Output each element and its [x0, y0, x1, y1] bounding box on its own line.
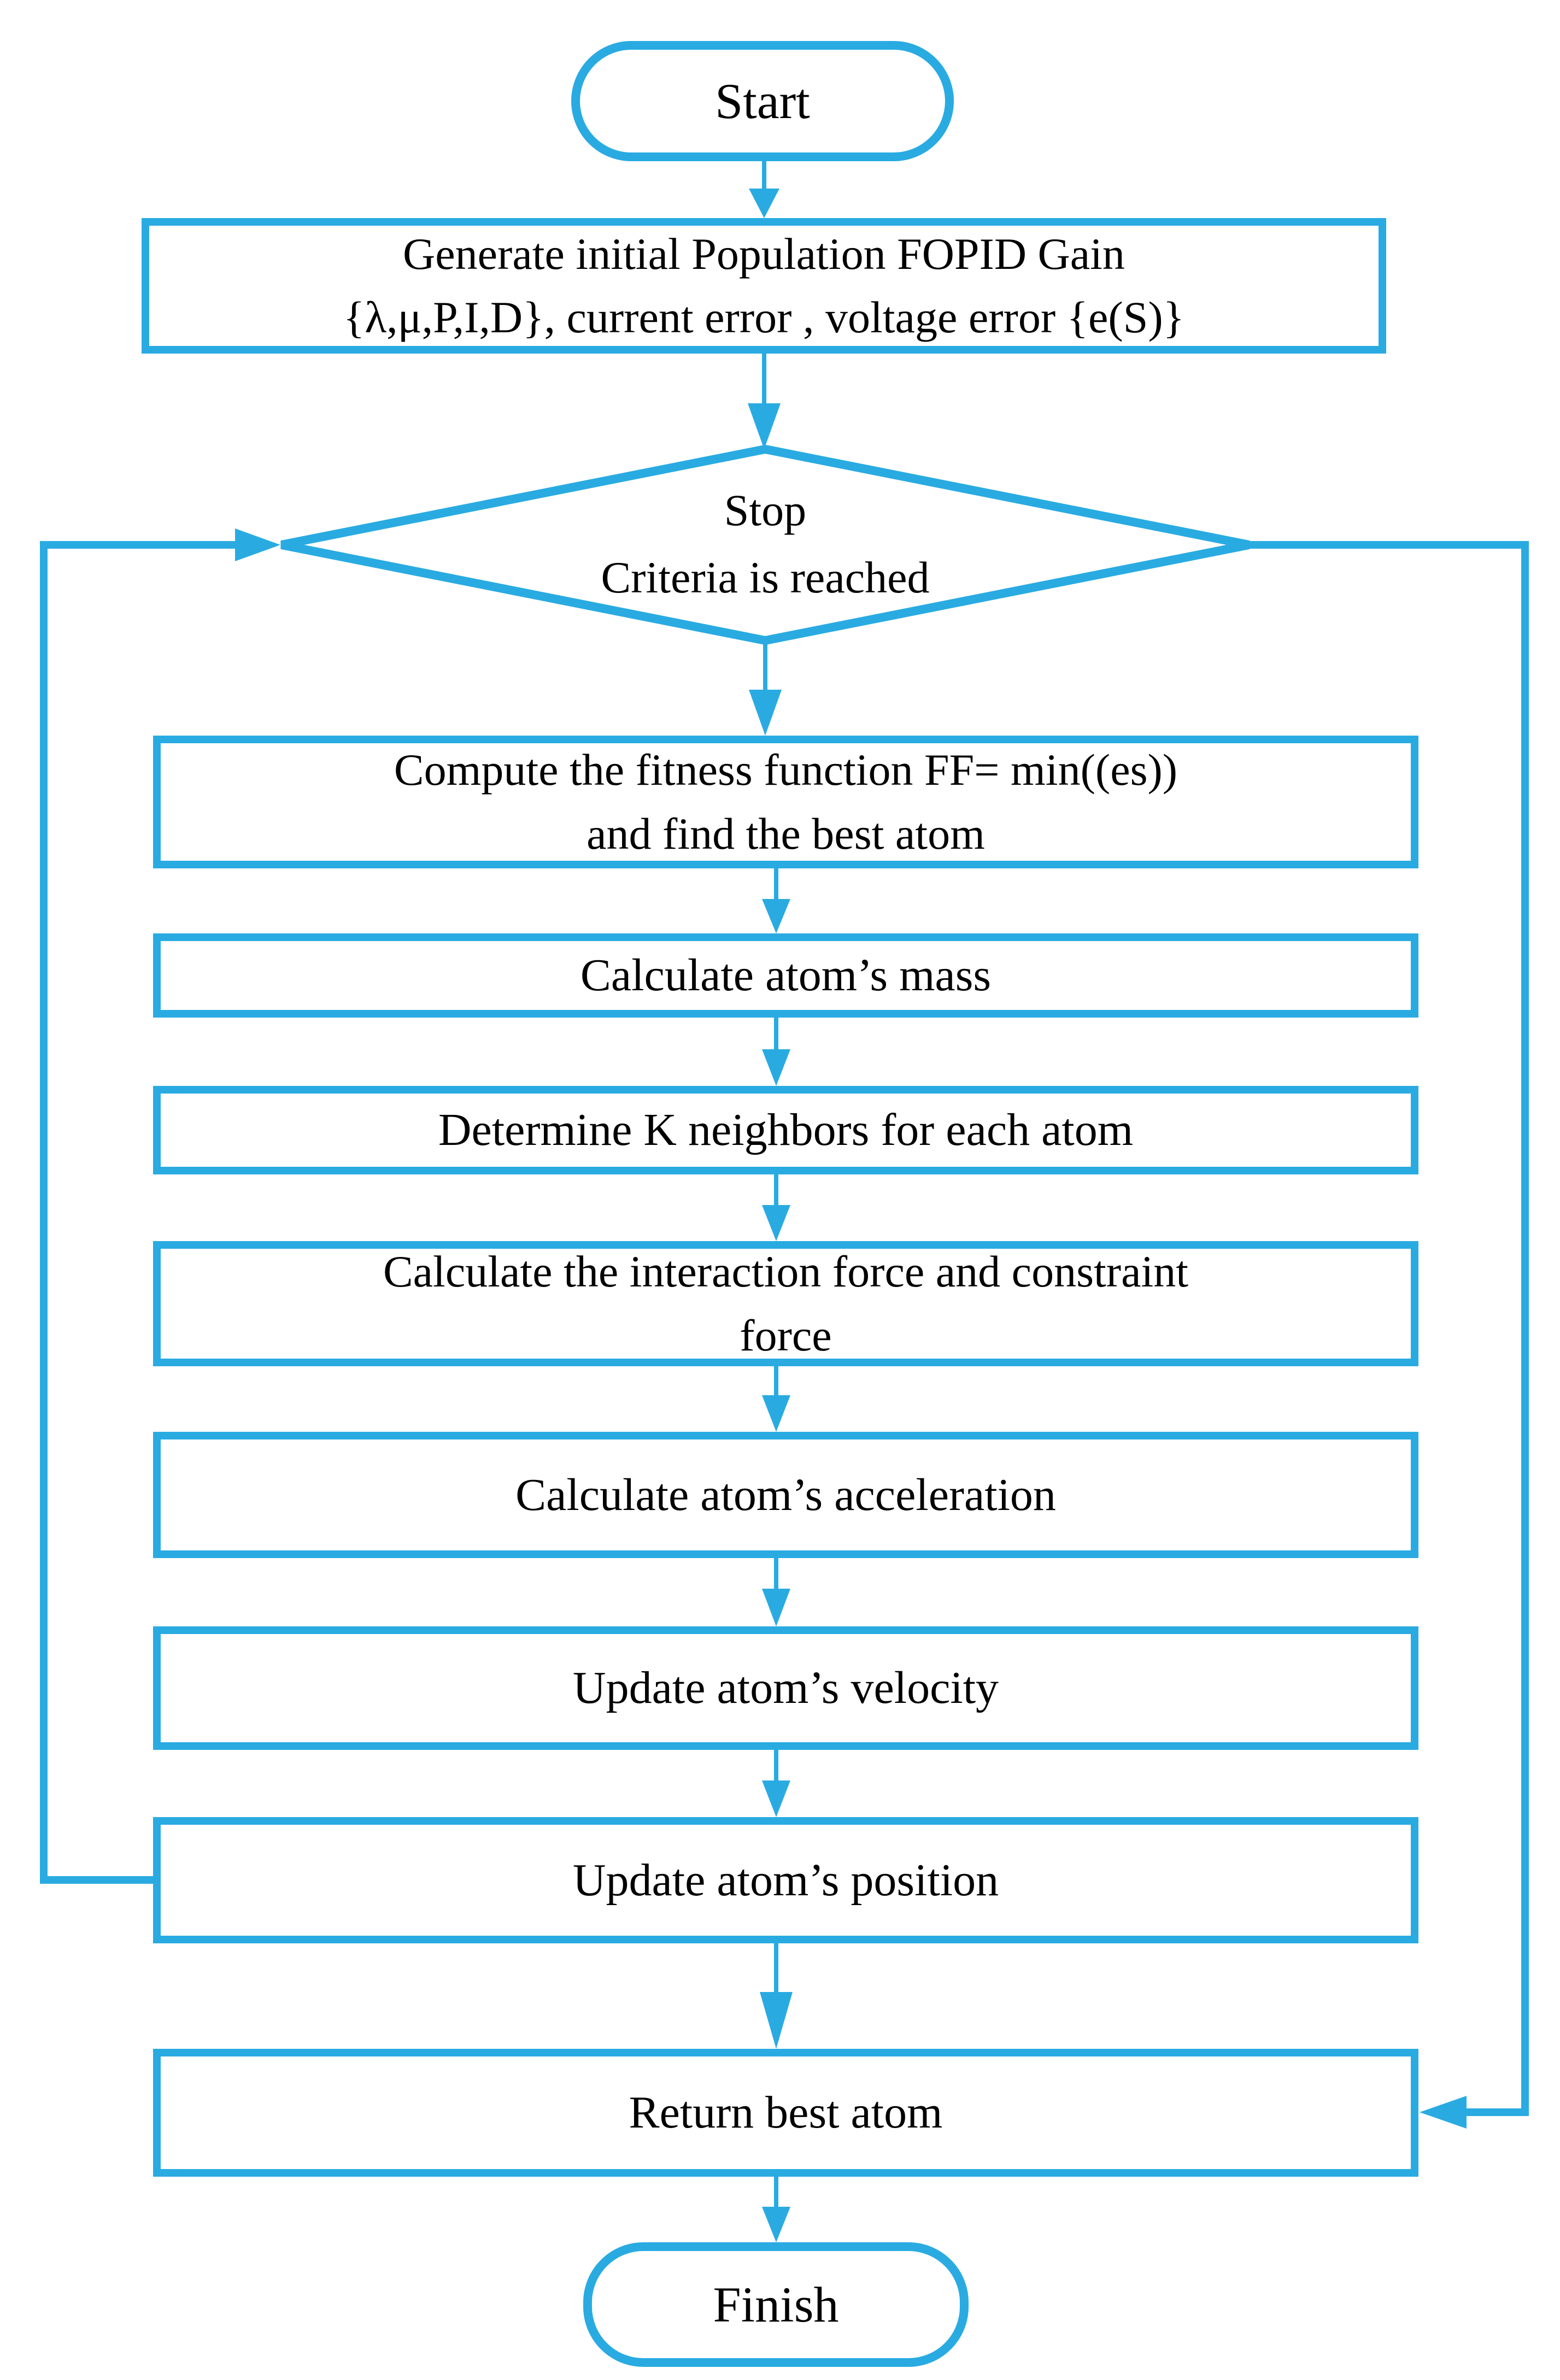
arrowhead-decision-compute: [749, 690, 782, 736]
node-decision-line-1: Stop: [724, 485, 807, 535]
node-calculate-acceleration: Calculate atom’s acceleration: [153, 1432, 1418, 1558]
node-update-position: Update atom’s position: [153, 1817, 1418, 1943]
arrowhead-acceleration-velocity: [762, 1589, 790, 1626]
arrowhead-neighbors-force: [762, 1205, 790, 1241]
node-calculate-mass: Calculate atom’s mass: [153, 933, 1418, 1018]
node-neighbors-label: Determine K neighbors for each atom: [438, 1104, 1134, 1156]
arrowhead-start-generate: [749, 189, 779, 218]
node-update-velocity: Update atom’s velocity: [153, 1626, 1418, 1750]
node-start-label: Start: [715, 73, 810, 129]
node-determine-neighbors: Determine K neighbors for each atom: [153, 1086, 1418, 1174]
node-stop-criteria-decision: Stop Criteria is reached: [383, 462, 1148, 626]
node-decision-line-2: Criteria is reached: [601, 553, 930, 602]
node-acceleration-label: Calculate atom’s acceleration: [515, 1469, 1056, 1520]
arrowhead-feedback-decision: [235, 528, 280, 561]
node-compute-line-2: and find the best atom: [587, 808, 985, 859]
connector-feedback-loop: [40, 541, 235, 1884]
arrowhead-generate-decision: [748, 403, 781, 449]
node-generate-line-2: {λ,μ,P,I,D}, current error , voltage err…: [343, 292, 1184, 342]
node-finish-label: Finish: [713, 2277, 839, 2332]
connector-decision-return-rail: [1249, 541, 1529, 2116]
arrowhead-compute-mass: [762, 899, 790, 933]
arrowhead-velocity-position: [762, 1780, 790, 1817]
node-compute-fitness: Compute the fitness function FF= min((es…: [153, 736, 1418, 868]
node-velocity-label: Update atom’s velocity: [572, 1662, 999, 1714]
node-compute-line-1: Compute the fitness function FF= min((es…: [394, 745, 1178, 795]
node-generate-population: Generate initial Population FOPID Gain {…: [142, 218, 1386, 354]
node-force-line-1: Calculate the interaction force and cons…: [383, 1247, 1189, 1297]
node-calculate-forces: Calculate the interaction force and cons…: [153, 1241, 1418, 1366]
node-return-label: Return best atom: [629, 2087, 943, 2138]
node-mass-label: Calculate atom’s mass: [580, 950, 992, 1001]
arrowhead-return-finish: [762, 2207, 790, 2242]
node-return-best-atom: Return best atom: [153, 2049, 1418, 2177]
node-position-label: Update atom’s position: [572, 1854, 999, 1906]
node-finish: Finish: [583, 2242, 969, 2367]
arrowhead-mass-neighbors: [762, 1049, 790, 1086]
arrowhead-rail-return: [1420, 2096, 1467, 2129]
node-start: Start: [571, 41, 954, 161]
arrowhead-position-return: [760, 1992, 793, 2049]
arrowhead-force-acceleration: [762, 1395, 790, 1432]
node-generate-line-1: Generate initial Population FOPID Gain: [403, 228, 1125, 279]
node-force-line-2: force: [740, 1310, 832, 1360]
